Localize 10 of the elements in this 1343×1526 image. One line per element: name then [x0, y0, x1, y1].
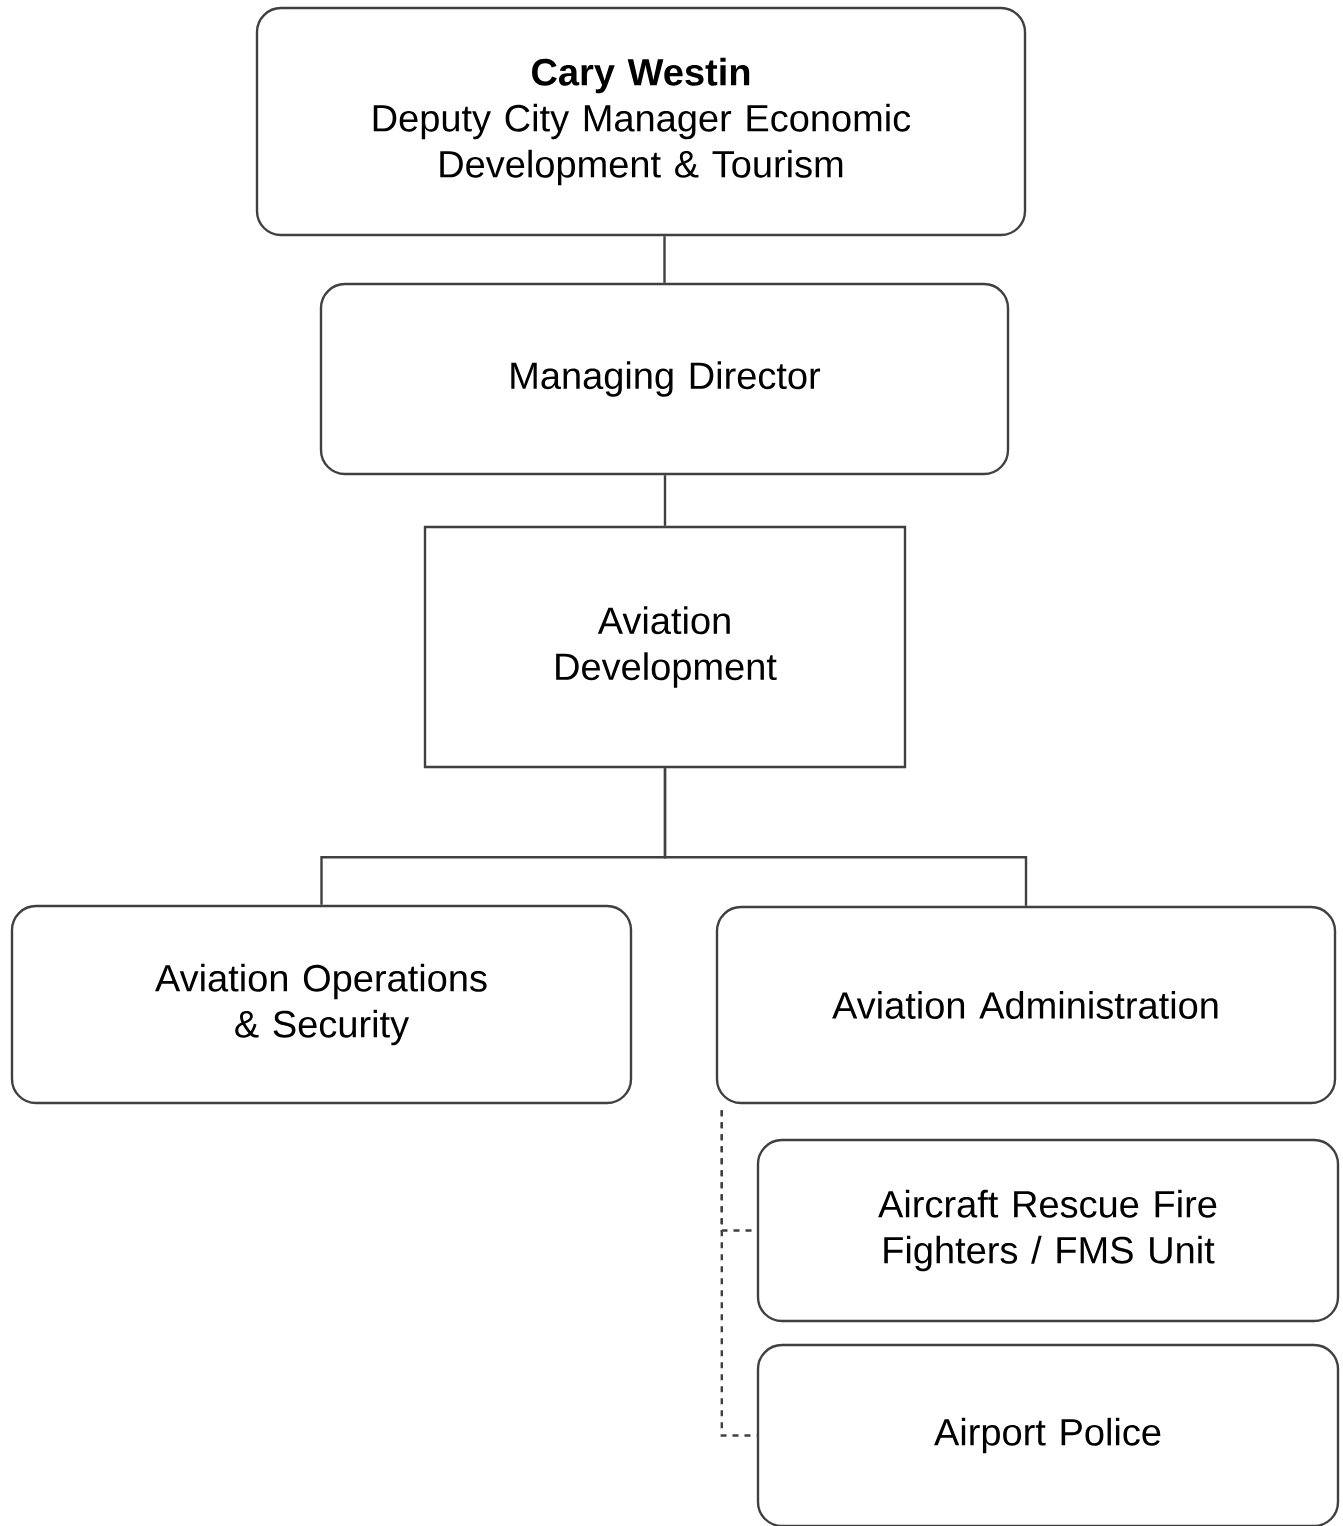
org-box: Aviation Operations & Security [10, 904, 633, 1105]
org-box: Aviation Development [423, 525, 907, 769]
org-box: Managing Director [319, 282, 1010, 476]
org-box: Aviation Administration [715, 905, 1337, 1105]
connector-line [663, 236, 666, 283]
org-box: Cary Westin Deputy City Manager Economic Development & Tourism [255, 6, 1027, 237]
connector-line [663, 768, 1028, 906]
org-box: Aircraft Rescue Fire Fighters / FMS Unit [756, 1138, 1340, 1323]
org-box: Airport Police [756, 1343, 1340, 1526]
connector-line [663, 475, 667, 526]
